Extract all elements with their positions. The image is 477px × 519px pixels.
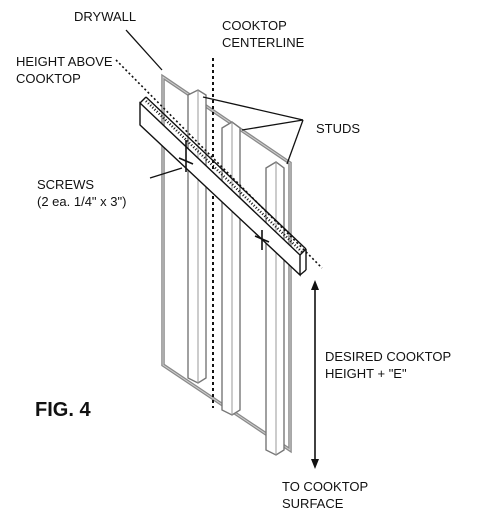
centerline-label-1: COOKTOP [222,18,287,33]
figure-label: FIG. 4 [35,399,91,421]
desired-height-label-2: HEIGHT + "E" [325,366,407,381]
surface-label-2: SURFACE [282,496,344,511]
studs-leader-2 [241,119,304,131]
drywall-label: DRYWALL [74,9,136,24]
surface-label-1: TO COOKTOP [282,479,368,494]
screw-right [254,230,270,250]
screw-left [178,140,194,172]
drywall-leader [125,29,163,71]
centerline-label-2: CENTERLINE [222,35,305,50]
screws-label-1: SCREWS [37,177,94,192]
mounting-bracket [139,96,307,277]
stud-left [187,89,207,384]
height-above-label-1: HEIGHT ABOVE [16,54,113,69]
height-reference-line [115,59,323,269]
screws-label-2: (2 ea. 1/4" x 3") [37,194,126,209]
studs-leader-1 [202,96,304,121]
drywall-panel [161,73,292,454]
studs-label: STUDS [316,121,360,136]
height-arrow [311,280,319,469]
screws-leader [149,167,183,179]
stud-middle [221,121,241,416]
desired-height-label-1: DESIRED COOKTOP [325,349,451,364]
stud-right [265,161,285,456]
height-above-label-2: COOKTOP [16,71,81,86]
studs-leader-3 [286,119,304,165]
